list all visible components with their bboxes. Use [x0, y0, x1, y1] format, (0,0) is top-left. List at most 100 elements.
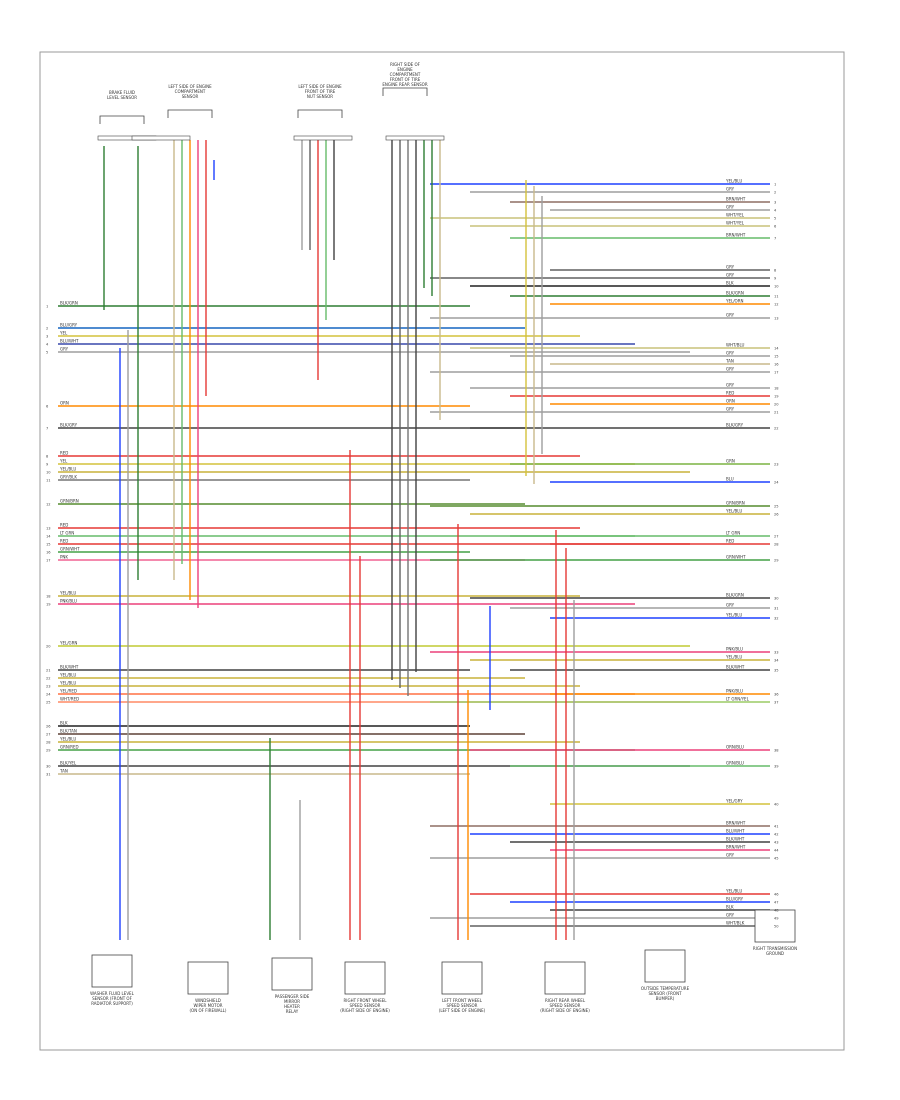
right-wire-label: RED: [726, 539, 734, 544]
right-wire-label: GRN/WHT: [726, 555, 746, 560]
connector-stub: [293, 135, 353, 141]
right-wire-pin: 50: [774, 925, 779, 929]
right-wire-pin: 26: [774, 513, 779, 517]
left-wire-label: YEL/BLU: [59, 681, 76, 686]
right-wire-label: GRN/BRN: [726, 501, 745, 506]
right-wire-pin: 8: [774, 269, 777, 273]
right-wire-label: LT GRN/YEL: [726, 697, 750, 702]
left-wire-pin: 17: [46, 559, 51, 563]
component-label: ENGINE: [397, 67, 413, 72]
left-wire-label: YEL/RED: [59, 689, 77, 694]
diagram-frame: [39, 51, 845, 1051]
left-wire-label: ORN: [60, 401, 69, 406]
right-wire-label: WHT/YEL: [726, 213, 745, 218]
right-wire-label: YEL/BLU: [725, 613, 742, 618]
left-wire-pin: 11: [46, 479, 51, 483]
right-wire-label: BLK: [726, 905, 734, 910]
component-box: [441, 961, 483, 995]
right-wire-pin: 33: [774, 651, 779, 655]
left-wire-pin: 22: [46, 677, 51, 681]
right-wire-label: GRY: [726, 205, 735, 210]
right-wire-label: GRY: [726, 603, 735, 608]
right-wire-pin: 13: [774, 317, 779, 321]
right-wire-label: BLK/GRN: [726, 593, 744, 598]
left-wire-label: RED: [60, 451, 68, 456]
left-wire-pin: 23: [46, 685, 51, 689]
left-wire-label: YEL: [59, 331, 68, 336]
right-wire-pin: 14: [774, 347, 779, 351]
right-wire-pin: 47: [774, 901, 779, 905]
component-label: WIPER MOTOR: [193, 1003, 222, 1008]
right-wire-label: BLK/GRN: [726, 291, 744, 296]
right-wire-pin: 17: [774, 371, 779, 375]
right-wire-label: TAN: [725, 359, 734, 364]
right-wire-label: ORN/BLU: [726, 745, 744, 750]
right-wire-label: BRN/WHT: [726, 197, 746, 202]
right-wire-label: WHT/BLK: [726, 921, 745, 926]
connector-stub: [131, 135, 191, 141]
right-wire-pin: 37: [774, 701, 779, 705]
left-wire-pin: 13: [46, 527, 51, 531]
component-label: PASSENGER SIDE: [275, 994, 310, 999]
left-wire-label: PNK/BLU: [60, 599, 77, 604]
component-label: RIGHT FRONT WHEEL: [344, 998, 388, 1003]
right-wire-pin: 10: [774, 285, 779, 289]
right-wire-pin: 3: [774, 201, 776, 205]
right-wire-pin: 34: [774, 659, 779, 663]
component-label: BRAKE FLUID: [109, 90, 135, 95]
left-wire-pin: 15: [46, 543, 51, 547]
right-wire-label: BLK: [726, 281, 734, 286]
right-wire-pin: 28: [774, 543, 779, 547]
component-label: ENGINE REAR SENSOR: [382, 82, 427, 87]
left-wire-label: YEL/BLU: [59, 467, 76, 472]
right-wire-label: GRY: [726, 351, 735, 356]
right-wire-label: GRY: [726, 367, 735, 372]
left-wire-label: RED: [60, 539, 68, 544]
left-wire-label: PNK: [60, 555, 68, 560]
left-wire-pin: 31: [46, 773, 51, 777]
right-wire-label: WHT/YEL: [726, 221, 745, 226]
right-wire-label: GRY: [726, 313, 735, 318]
right-wire-label: PNK/BLU: [726, 689, 743, 694]
left-wire-pin: 30: [46, 765, 51, 769]
right-wire-pin: 18: [774, 387, 779, 391]
right-wire-label: GRY: [726, 265, 735, 270]
component-box: [91, 954, 133, 988]
right-wire-label: BLK/WHT: [726, 665, 745, 670]
right-wire-pin: 21: [774, 411, 779, 415]
right-wire-label: BRN/WHT: [726, 233, 746, 238]
right-wire-label: GRY: [726, 913, 735, 918]
left-wire-label: TAN: [59, 769, 68, 774]
left-wire-label: YEL/BLU: [59, 591, 76, 596]
right-wire-pin: 42: [774, 833, 779, 837]
right-wire-pin: 45: [774, 857, 779, 861]
right-wire-pin: 39: [774, 765, 779, 769]
component-label: RIGHT TRANSMISSION: [753, 946, 797, 951]
right-wire-label: BRN/WHT: [726, 845, 746, 850]
left-wire-pin: 7: [46, 427, 48, 431]
left-wire-label: GRN/WHT: [60, 547, 80, 552]
right-wire-pin: 41: [774, 825, 779, 829]
component-label: FRONT OF TIRE: [305, 89, 336, 94]
right-wire-label: GRY: [726, 853, 735, 858]
left-wire-pin: 6: [46, 405, 49, 409]
right-wire-pin: 19: [774, 395, 779, 399]
right-wire-label: GRN/BLU: [726, 761, 744, 766]
right-wire-label: PNK/BLU: [726, 647, 743, 652]
component-label: RELAY: [286, 1009, 299, 1014]
right-wire-pin: 2: [774, 191, 776, 195]
right-wire-pin: 23: [774, 463, 779, 467]
left-wire-pin: 27: [46, 733, 51, 737]
left-wire-pin: 19: [46, 603, 51, 607]
component-bracket: [167, 109, 213, 118]
left-wire-pin: 2: [46, 327, 48, 331]
component-box: [344, 961, 386, 995]
right-wire-label: BLU: [726, 477, 734, 482]
component-label: COMPARTMENT: [175, 89, 206, 94]
